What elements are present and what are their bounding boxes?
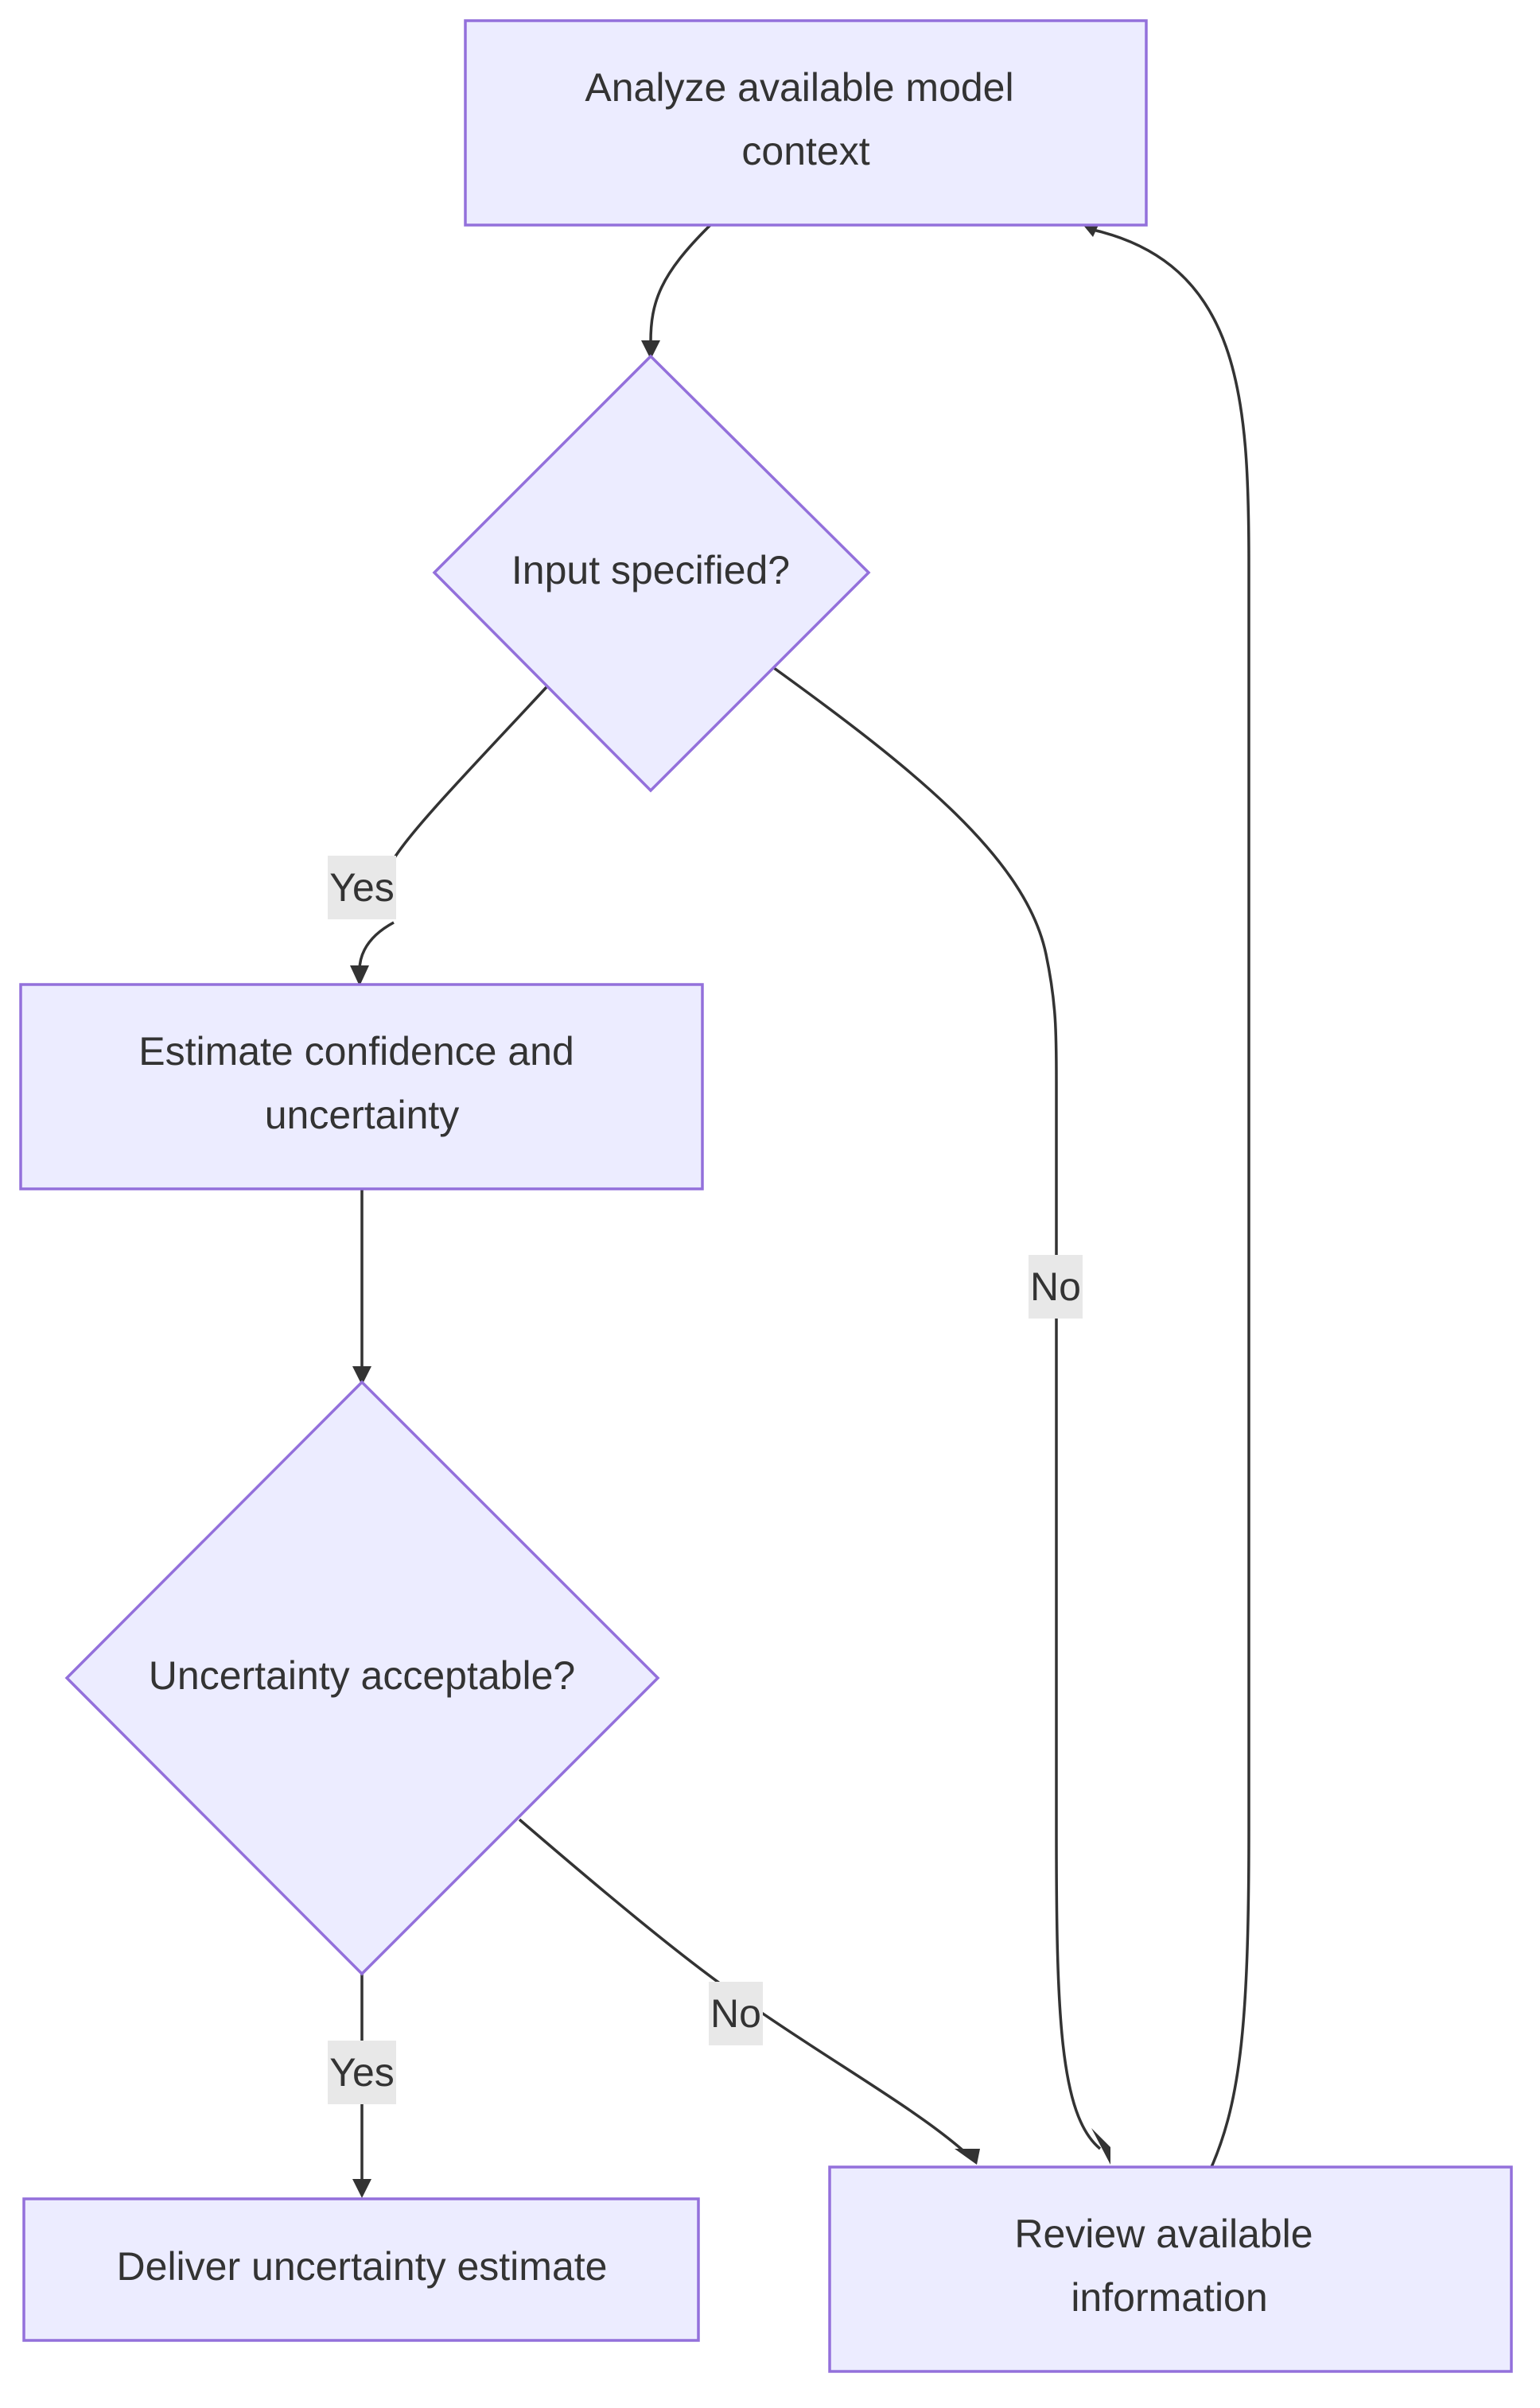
arrowhead-uncertainty	[352, 1366, 371, 1385]
node-uncertainty-acceptable-decision: Uncertainty acceptable?	[64, 1380, 660, 1976]
node-analyze-context-line-2: context	[741, 129, 869, 173]
edge-label-uncertainty-no-text: No	[710, 1991, 761, 2036]
node-review-information-line-2: information	[1071, 2275, 1267, 2320]
edge-label-uncertainty-yes-text: Yes	[329, 2050, 395, 2095]
edge-analyze-to-input	[649, 223, 712, 343]
node-analyze-context-line-1: Analyze available model	[585, 65, 1013, 110]
edge-label-uncertainty-no: No	[709, 1982, 763, 2045]
node-review-information-line-1: Review available	[1014, 2212, 1312, 2256]
node-uncertainty-acceptable-label: Uncertainty acceptable?	[149, 1653, 575, 1698]
edge-label-input-yes: Yes	[328, 856, 396, 919]
edge-label-uncertainty-yes: Yes	[328, 2041, 396, 2104]
edge-input-no-to-review	[772, 666, 1102, 2150]
arrowhead-review-from-uncertainty	[955, 2149, 980, 2165]
edges	[350, 216, 1250, 2198]
edge-label-input-yes-text: Yes	[329, 865, 395, 910]
edge-labels: Yes No Yes No	[328, 856, 1083, 2104]
arrowhead-estimate	[350, 965, 369, 986]
node-deliver-estimate-label: Deliver uncertainty estimate	[117, 2244, 608, 2289]
node-deliver-estimate: Deliver uncertainty estimate	[22, 2197, 700, 2342]
node-review-information: Review available information	[828, 2165, 1513, 2373]
arrowhead-input	[641, 340, 660, 359]
edge-review-to-analyze	[1089, 227, 1250, 2168]
node-estimate-confidence-line-2: uncertainty	[265, 1093, 460, 1137]
edge-label-input-no-text: No	[1030, 1264, 1081, 1309]
arrowhead-review-from-input	[1091, 2128, 1110, 2165]
node-estimate-confidence: Estimate confidence and uncertainty	[19, 983, 704, 1190]
edge-input-yes-to-estimate	[358, 685, 549, 971]
node-estimate-confidence-line-1: Estimate confidence and	[138, 1029, 574, 1074]
node-analyze-context: Analyze available model context	[464, 19, 1148, 227]
node-input-specified-decision: Input specified?	[432, 354, 871, 793]
edge-label-input-no: No	[1029, 1255, 1083, 1319]
node-input-specified-label: Input specified?	[511, 548, 790, 592]
arrowhead-deliver	[352, 2179, 371, 2198]
nodes: Analyze available model context Input sp…	[19, 19, 1513, 2373]
